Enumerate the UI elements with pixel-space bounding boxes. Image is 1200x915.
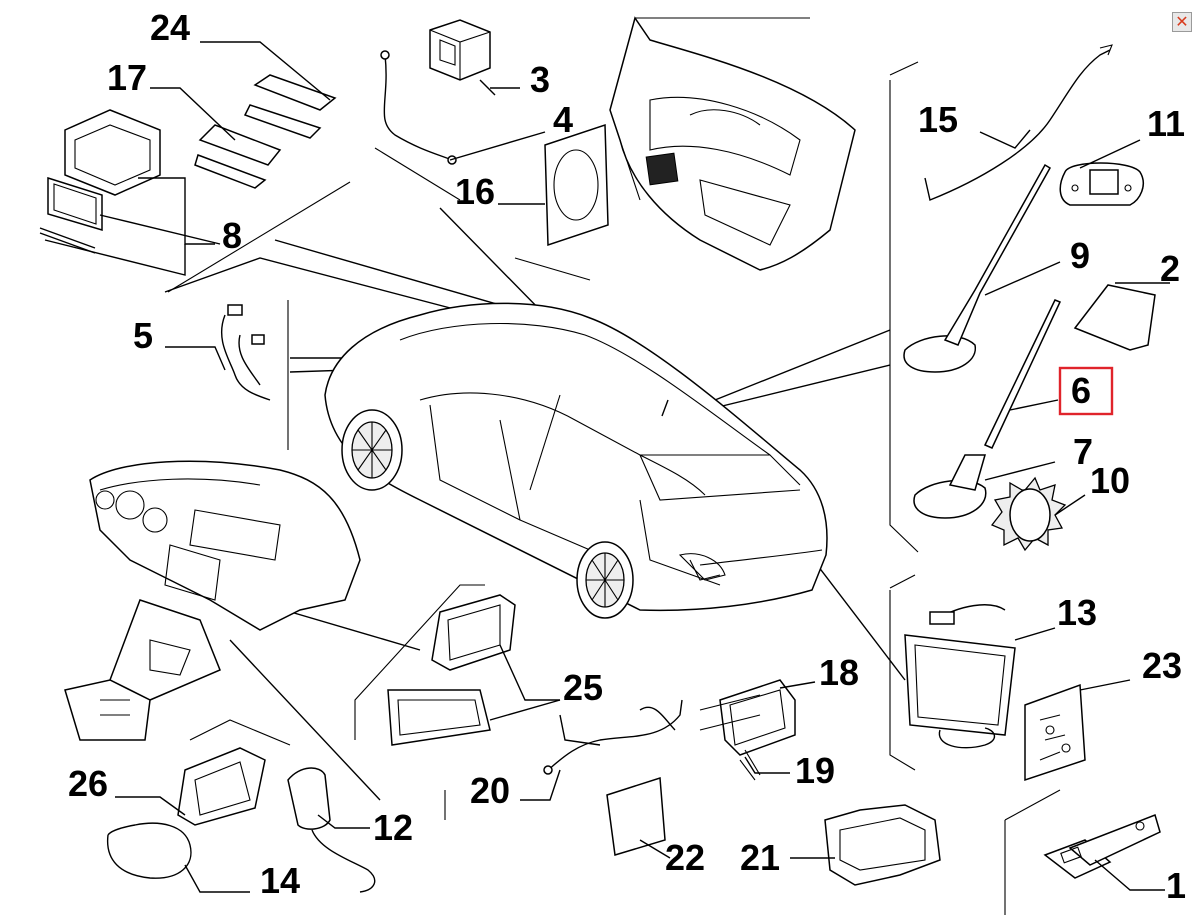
label-17: 17 xyxy=(107,57,147,98)
radio-frame-parts xyxy=(39,74,337,254)
label-leaders xyxy=(44,41,1170,893)
door-panel xyxy=(609,16,856,271)
label-1: 1 xyxy=(1166,865,1186,906)
x-icon: ✕ xyxy=(1175,12,1189,31)
label-23: 23 xyxy=(1142,645,1182,686)
module-and-cable-parts xyxy=(380,19,609,247)
label-15: 15 xyxy=(918,99,958,140)
label-22: 22 xyxy=(665,837,705,878)
label-21: 21 xyxy=(740,837,780,878)
label-14: 14 xyxy=(260,860,300,901)
label-12: 12 xyxy=(373,807,413,848)
label-9: 9 xyxy=(1070,235,1090,276)
part-labels: 24 17 3 4 16 8 5 15 11 9 2 6 7 10 13 23 … xyxy=(68,7,1186,906)
label-19: 19 xyxy=(795,750,835,791)
label-6: 6 xyxy=(1071,370,1091,411)
label-2: 2 xyxy=(1160,248,1180,289)
label-7: 7 xyxy=(1073,431,1093,472)
part-1-bracket xyxy=(1043,814,1161,879)
region-dividers xyxy=(167,17,1061,915)
label-16: 16 xyxy=(455,171,495,212)
label-20: 20 xyxy=(470,770,510,811)
module-13-and-23 xyxy=(904,604,1086,782)
dashboard-illustration xyxy=(64,460,361,741)
label-18: 18 xyxy=(819,652,859,693)
label-13: 13 xyxy=(1057,592,1097,633)
car-illustration xyxy=(324,302,828,619)
label-5: 5 xyxy=(133,315,153,356)
label-3: 3 xyxy=(530,59,550,100)
label-24: 24 xyxy=(150,7,190,48)
antenna-parts xyxy=(903,44,1156,552)
label-25: 25 xyxy=(563,667,603,708)
lower-parts xyxy=(106,594,941,893)
label-8: 8 xyxy=(222,215,242,256)
label-4: 4 xyxy=(553,99,573,140)
wiring-harness-5 xyxy=(220,304,271,401)
close-button[interactable]: ✕ xyxy=(1172,12,1192,32)
highlight-box-part-6 xyxy=(1058,366,1114,416)
label-10: 10 xyxy=(1090,460,1130,501)
label-26: 26 xyxy=(68,763,108,804)
label-11: 11 xyxy=(1147,103,1185,144)
